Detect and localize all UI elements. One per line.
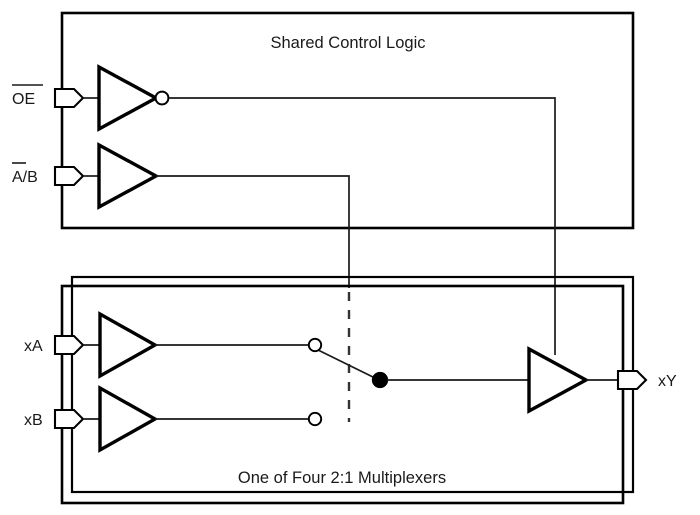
pin-oe[interactable]: OE xyxy=(12,84,85,109)
multiplexer-title: One of Four 2:1 Multiplexers xyxy=(238,469,446,487)
switch-pole-filled-circle[interactable] xyxy=(371,371,389,389)
output-buffer-triangle xyxy=(527,346,590,414)
pin-xy-label: xY xyxy=(658,373,677,390)
mux-switch[interactable] xyxy=(307,337,389,427)
shared-control-logic-outline xyxy=(60,11,635,230)
gate-ab-buffer xyxy=(83,142,160,210)
pin-oe-symbol[interactable] xyxy=(53,87,85,109)
gate-xa-buffer xyxy=(83,311,159,379)
inverter-triangle xyxy=(97,64,160,132)
net-ab-control-solid xyxy=(156,175,350,288)
pin-ab-label: A/B xyxy=(12,169,38,186)
gate-xb-buffer xyxy=(83,385,159,453)
pin-xb-symbol[interactable] xyxy=(53,408,85,430)
shared-control-logic-title: Shared Control Logic xyxy=(270,34,425,52)
inverter-bubble xyxy=(154,90,170,106)
pin-xb[interactable]: xB xyxy=(24,408,85,430)
pin-xa-symbol[interactable] xyxy=(53,334,85,356)
pin-oe-label: OE xyxy=(12,91,35,108)
shared-control-logic-block: Shared Control Logic xyxy=(60,11,635,230)
pin-xa[interactable]: xA xyxy=(24,334,85,356)
pin-ab[interactable]: A/B xyxy=(12,162,85,187)
pin-xy[interactable]: xY xyxy=(616,369,677,391)
pin-xa-label: xA xyxy=(24,338,43,355)
pin-ab-symbol[interactable] xyxy=(53,165,85,187)
gate-output-buffer xyxy=(527,346,590,414)
switch-contact-b-open-circle[interactable] xyxy=(307,411,323,427)
ab-buffer-triangle xyxy=(97,142,160,210)
pin-xy-symbol[interactable] xyxy=(616,369,648,391)
xb-buffer-triangle xyxy=(98,385,159,453)
net-oe-enable xyxy=(169,97,556,355)
switch-blade xyxy=(313,347,380,381)
xa-buffer-triangle xyxy=(98,311,159,379)
gate-oe-inverter xyxy=(83,64,170,132)
switch-contact-a-open-circle[interactable] xyxy=(307,337,323,353)
pin-xb-label: xB xyxy=(24,412,43,429)
multiplexer-outline-front xyxy=(60,284,625,505)
